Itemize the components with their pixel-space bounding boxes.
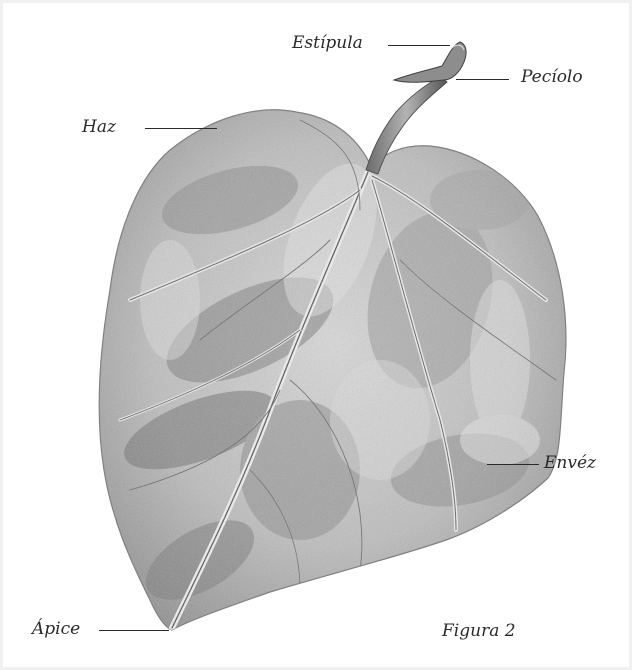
- figure-caption: Figura 2: [442, 623, 516, 640]
- label-apice: Ápice: [32, 621, 80, 638]
- leader-peciolo: [456, 79, 509, 80]
- leader-haz: [145, 128, 217, 129]
- leader-estipula: [388, 45, 450, 46]
- label-haz: Haz: [82, 119, 116, 136]
- label-peciolo: Pecíolo: [521, 69, 583, 86]
- label-enves: Envéz: [544, 455, 596, 472]
- label-estipula: Estípula: [292, 35, 363, 52]
- leader-enves: [487, 464, 539, 465]
- leader-apice: [99, 630, 169, 631]
